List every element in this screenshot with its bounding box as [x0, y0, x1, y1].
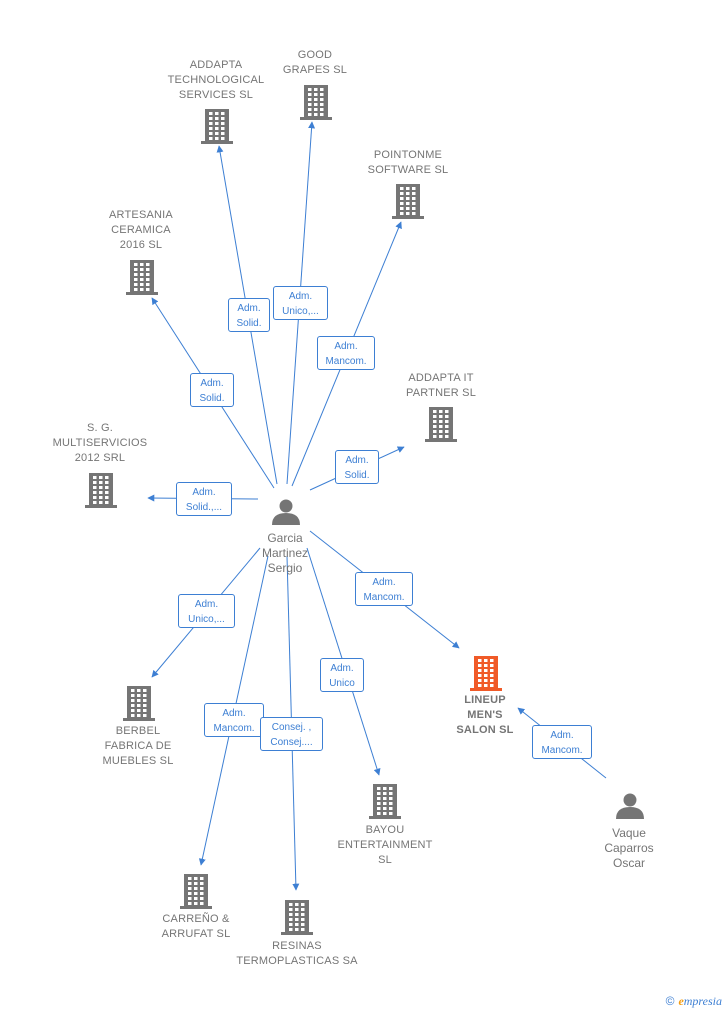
company-label-addapta_tech[interactable]: ADDAPTA TECHNOLOGICAL SERVICES SL — [167, 59, 265, 101]
person-label-garcia[interactable]: Garcia Martinez Sergio — [261, 531, 309, 575]
building-icon-artesania[interactable] — [126, 260, 158, 295]
building-icon-lineup[interactable] — [470, 656, 502, 691]
edge-label-garcia-addapta_it[interactable]: Adm. Solid. — [335, 450, 379, 484]
company-label-lineup[interactable]: LINEUP MEN'S SALON SL — [456, 694, 514, 736]
edge-label-vaque-lineup[interactable]: Adm. Mancom. — [532, 725, 592, 759]
building-icon-addapta_tech[interactable] — [201, 109, 233, 144]
copyright-icon: © — [665, 994, 675, 1008]
empresia-brand[interactable]: ©empresia — [666, 994, 722, 1009]
building-icon-pointonme[interactable] — [392, 184, 424, 219]
company-label-resinas[interactable]: RESINAS TERMOPLASTICAS SA — [236, 940, 358, 967]
company-label-berbel[interactable]: BERBEL FABRICA DE MUEBLES SL — [102, 725, 174, 767]
edge-label-garcia-bayou[interactable]: Adm. Unico — [320, 658, 364, 692]
edge-label-garcia-pointonme[interactable]: Adm. Mancom. — [317, 336, 375, 370]
company-label-good_grapes[interactable]: GOOD GRAPES SL — [282, 49, 348, 76]
building-icon-good_grapes[interactable] — [300, 85, 332, 120]
edge-label-garcia-artesania[interactable]: Adm. Solid. — [190, 373, 234, 407]
edge-label-garcia-addapta_tech[interactable]: Adm. Solid. — [228, 298, 270, 332]
edge-label-garcia-good_grapes[interactable]: Adm. Unico,... — [273, 286, 328, 320]
company-label-artesania[interactable]: ARTESANIA CERAMICA 2016 SL — [109, 209, 173, 251]
company-label-bayou[interactable]: BAYOU ENTERTAINMENT SL — [337, 824, 433, 866]
building-icon-bayou[interactable] — [369, 784, 401, 819]
building-icon-berbel[interactable] — [123, 686, 155, 721]
edge-label-garcia-berbel[interactable]: Adm. Unico,... — [178, 594, 235, 628]
building-icon-carreno[interactable] — [180, 874, 212, 909]
icons-layer — [85, 85, 644, 935]
building-icon-sg_multi[interactable] — [85, 473, 117, 508]
company-label-carreno[interactable]: CARREÑO & ARRUFAT SL — [161, 913, 231, 940]
building-icon-resinas[interactable] — [281, 900, 313, 935]
company-label-pointonme[interactable]: POINTONME SOFTWARE SL — [367, 149, 449, 176]
brand-name: mpresia — [683, 994, 722, 1008]
person-icon-garcia[interactable] — [272, 499, 300, 526]
brand-initial: e — [678, 994, 684, 1008]
person-label-vaque[interactable]: Vaque Caparros Oscar — [604, 826, 654, 870]
company-label-addapta_it[interactable]: ADDAPTA IT PARTNER SL — [405, 372, 477, 399]
person-icon-vaque[interactable] — [616, 793, 644, 820]
edge-label-garcia-resinas[interactable]: Consej. , Consej.... — [260, 717, 323, 751]
company-label-sg_multi[interactable]: S. G. MULTISERVICIOS 2012 SRL — [52, 422, 148, 464]
edge-label-garcia-sg_multi[interactable]: Adm. Solid.,... — [176, 482, 232, 516]
building-icon-addapta_it[interactable] — [425, 407, 457, 442]
edge-label-garcia-carreno[interactable]: Adm. Mancom. — [204, 703, 264, 737]
edge-label-garcia-lineup[interactable]: Adm. Mancom. — [355, 572, 413, 606]
